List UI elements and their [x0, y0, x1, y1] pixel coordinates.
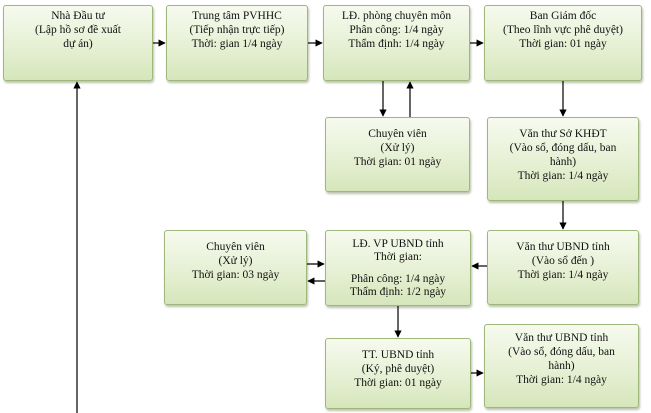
node-text: (Tiếp nhận trực tiếp)	[189, 24, 285, 36]
node-clerk-ubnd-out: Văn thư UBND tỉnh (Vào sổ, đóng dấu, ban…	[484, 324, 639, 408]
node-text: (Vào sổ đến )	[531, 255, 595, 267]
node-text: Thời gian: 01 ngày	[353, 156, 442, 168]
node-text: LĐ. phòng chuyên môn	[341, 10, 452, 22]
node-text: (Vào sổ, đóng dấu, ban	[508, 346, 615, 358]
node-text: Phân công: 1/4 ngày	[350, 273, 446, 285]
node-text: Văn thư UBND tỉnh	[514, 332, 609, 344]
node-text: Văn thư Sở KHĐT	[519, 128, 607, 140]
node-text: Nhà Đầu tư	[51, 10, 105, 22]
node-clerk-ubnd-in: Văn thư UBND tỉnh (Vào sổ đến ) Thời gia…	[487, 230, 639, 305]
node-text: (Lập hồ sơ đề xuất	[35, 24, 121, 36]
node-directors: Ban Giám đốc (Theo lĩnh vực phê duyệt) T…	[484, 5, 642, 81]
node-text: (Xử lý)	[218, 255, 253, 267]
node-tt-ubnd: TT. UBND tỉnh (Ký, phê duyệt) Thời gian:…	[325, 338, 471, 409]
node-dept-leader: LĐ. phòng chuyên môn Phân công: 1/4 ngày…	[323, 5, 470, 81]
node-text: Thẩm định: 1/4 ngày	[348, 38, 445, 50]
node-text: (Theo lĩnh vực phê duyệt)	[503, 24, 623, 36]
node-text: Thời: gian 1/4 ngày	[191, 38, 283, 50]
node-text: Thời gian: 1/4 ngày	[517, 269, 609, 281]
node-text: dự án)	[63, 38, 93, 50]
node-text: Văn thư UBND tỉnh	[516, 241, 610, 253]
node-text: Phân công: 1/4 ngày	[349, 24, 444, 36]
node-text: Trung tâm PVHHC	[192, 10, 282, 22]
node-text: Thời gian: 01 ngày	[354, 377, 442, 389]
node-pvhhc: Trung tâm PVHHC (Tiếp nhận trực tiếp) Th…	[166, 5, 308, 81]
node-text: Ban Giám đốc	[529, 10, 597, 22]
node-text: Thẩm định: 1/2 ngày	[349, 286, 447, 298]
node-text: LĐ. VP UBND tỉnh	[352, 238, 444, 250]
node-text: Chuyên viên	[368, 128, 427, 140]
node-text: Thời gian:	[374, 251, 422, 263]
node-text: (Vào sổ, đóng dấu, ban	[509, 142, 617, 154]
node-text: Chuyên viên	[206, 241, 265, 253]
node-investor: Nhà Đầu tư (Lập hồ sơ đề xuất dự án)	[3, 5, 153, 81]
node-text: Thời gian: 1/4 ngày	[517, 170, 609, 182]
node-text: Thời gian: 03 ngày	[191, 269, 280, 281]
node-text: (Xử lý)	[380, 142, 415, 154]
node-text: hành)	[548, 360, 575, 372]
node-text: Thời gian: 01 ngày	[519, 38, 607, 50]
node-text: hành)	[549, 156, 577, 168]
node-text: (Ký, phê duyệt)	[361, 363, 435, 375]
node-specialist-1: Chuyên viên (Xử lý) Thời gian: 01 ngày	[325, 117, 470, 192]
node-vp-ubnd: LĐ. VP UBND tỉnh Thời gian: Phân công: 1…	[325, 230, 471, 306]
node-clerk-khdt: Văn thư Sở KHĐT (Vào sổ, đóng dấu, ban h…	[487, 117, 639, 201]
node-text: TT. UBND tỉnh	[361, 349, 435, 361]
node-text: Thời gian: 1/4 ngày	[516, 374, 607, 386]
node-specialist-2: Chuyên viên (Xử lý) Thời gian: 03 ngày	[164, 230, 307, 305]
